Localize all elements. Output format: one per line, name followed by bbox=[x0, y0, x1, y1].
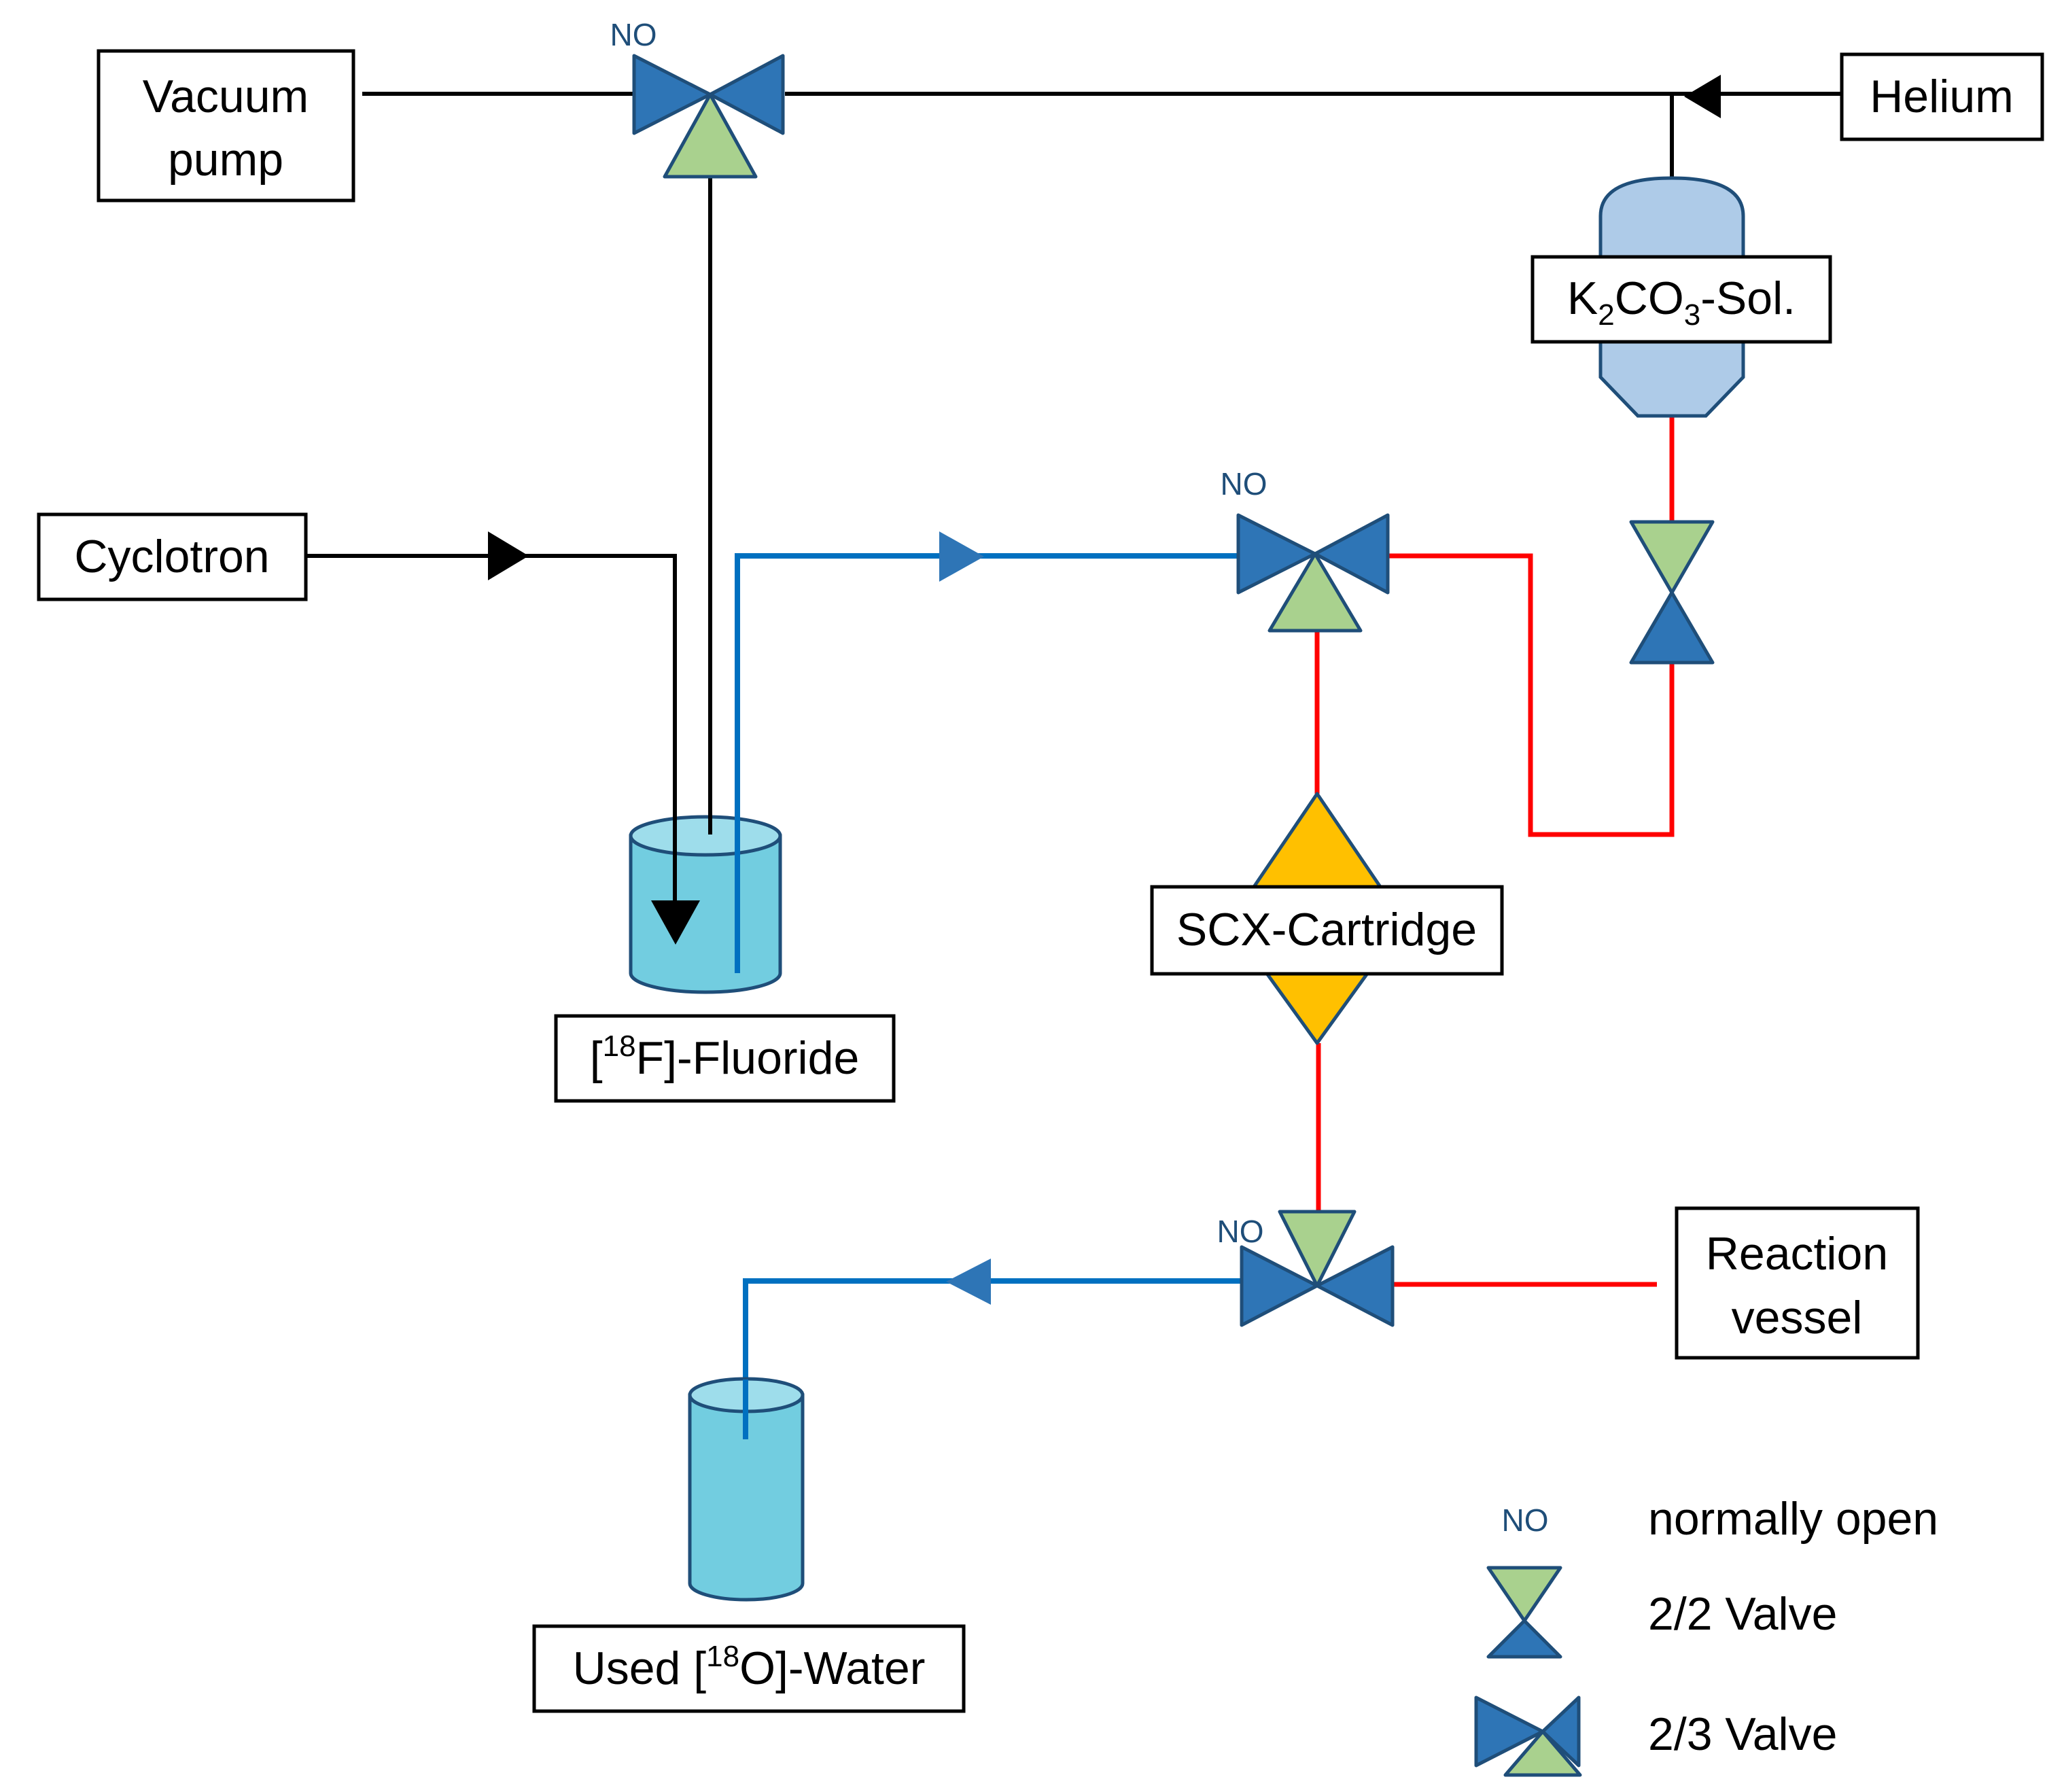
used-water-label: Used [18O]-Water bbox=[573, 1640, 926, 1694]
valve-bottom[interactable] bbox=[1240, 1210, 1395, 1327]
valve-top-no-label: NO bbox=[610, 17, 657, 52]
cyclotron-label: Cyclotron bbox=[74, 531, 269, 582]
scx-cartridge-box: SCX-Cartridge bbox=[1150, 885, 1504, 976]
legend-valve-2-2-icon bbox=[1486, 1566, 1562, 1659]
eluent-loop-line bbox=[1386, 553, 1675, 837]
legend-valve-2-2-text: 2/2 Valve bbox=[1648, 1588, 1837, 1640]
fluoride-down-arrow-top bbox=[651, 900, 700, 945]
vacuum-pump-box: Vacuum pump bbox=[97, 49, 355, 203]
reaction-vessel-label-2: vessel bbox=[1732, 1292, 1863, 1343]
cyclotron-flow-arrow bbox=[488, 531, 529, 580]
k2co3-label: K2CO3-Sol. bbox=[1567, 273, 1796, 332]
valve-2-2[interactable] bbox=[1629, 520, 1715, 665]
waste-flow-arrow bbox=[946, 1259, 991, 1305]
helium-label: Helium bbox=[1870, 71, 2014, 122]
legend: NO normally open 2/2 Valve 2/3 Valve bbox=[1474, 1493, 1938, 1777]
vacuum-pump-label-2: pump bbox=[168, 134, 283, 186]
k2co3-box: K2CO3-Sol. bbox=[1530, 255, 1832, 344]
helium-box: Helium bbox=[1840, 52, 2044, 141]
scx-cartridge-label: SCX-Cartridge bbox=[1176, 904, 1477, 955]
valve-top[interactable] bbox=[632, 54, 785, 179]
used-water-box: Used [18O]-Water bbox=[532, 1624, 966, 1713]
reaction-vessel-box: Reaction vessel bbox=[1675, 1206, 1920, 1360]
valve-middle-no-label: NO bbox=[1221, 466, 1267, 502]
helium-flow-arrow bbox=[1684, 75, 1721, 118]
fluoride-beaker bbox=[629, 815, 782, 994]
waste-water-line bbox=[743, 1278, 1240, 1439]
legend-no-text: normally open bbox=[1648, 1493, 1938, 1545]
fluoride-out-flow-arrow bbox=[939, 531, 984, 582]
cyclotron-box: Cyclotron bbox=[37, 512, 308, 601]
fluoride-box: [18F]-Fluoride bbox=[554, 1014, 896, 1103]
legend-no-symbol: NO bbox=[1502, 1503, 1549, 1538]
legend-valve-2-3-icon bbox=[1474, 1696, 1582, 1777]
fluoride-label: [18F]-Fluoride bbox=[590, 1030, 860, 1084]
cyclotron-line bbox=[306, 554, 677, 900]
valve-middle[interactable] bbox=[1236, 513, 1390, 633]
valve-bottom-no-label: NO bbox=[1217, 1214, 1264, 1249]
legend-valve-2-3-text: 2/3 Valve bbox=[1648, 1708, 1837, 1760]
vacuum-pump-label-1: Vacuum bbox=[143, 71, 309, 122]
reaction-vessel-label-1: Reaction bbox=[1706, 1228, 1888, 1280]
